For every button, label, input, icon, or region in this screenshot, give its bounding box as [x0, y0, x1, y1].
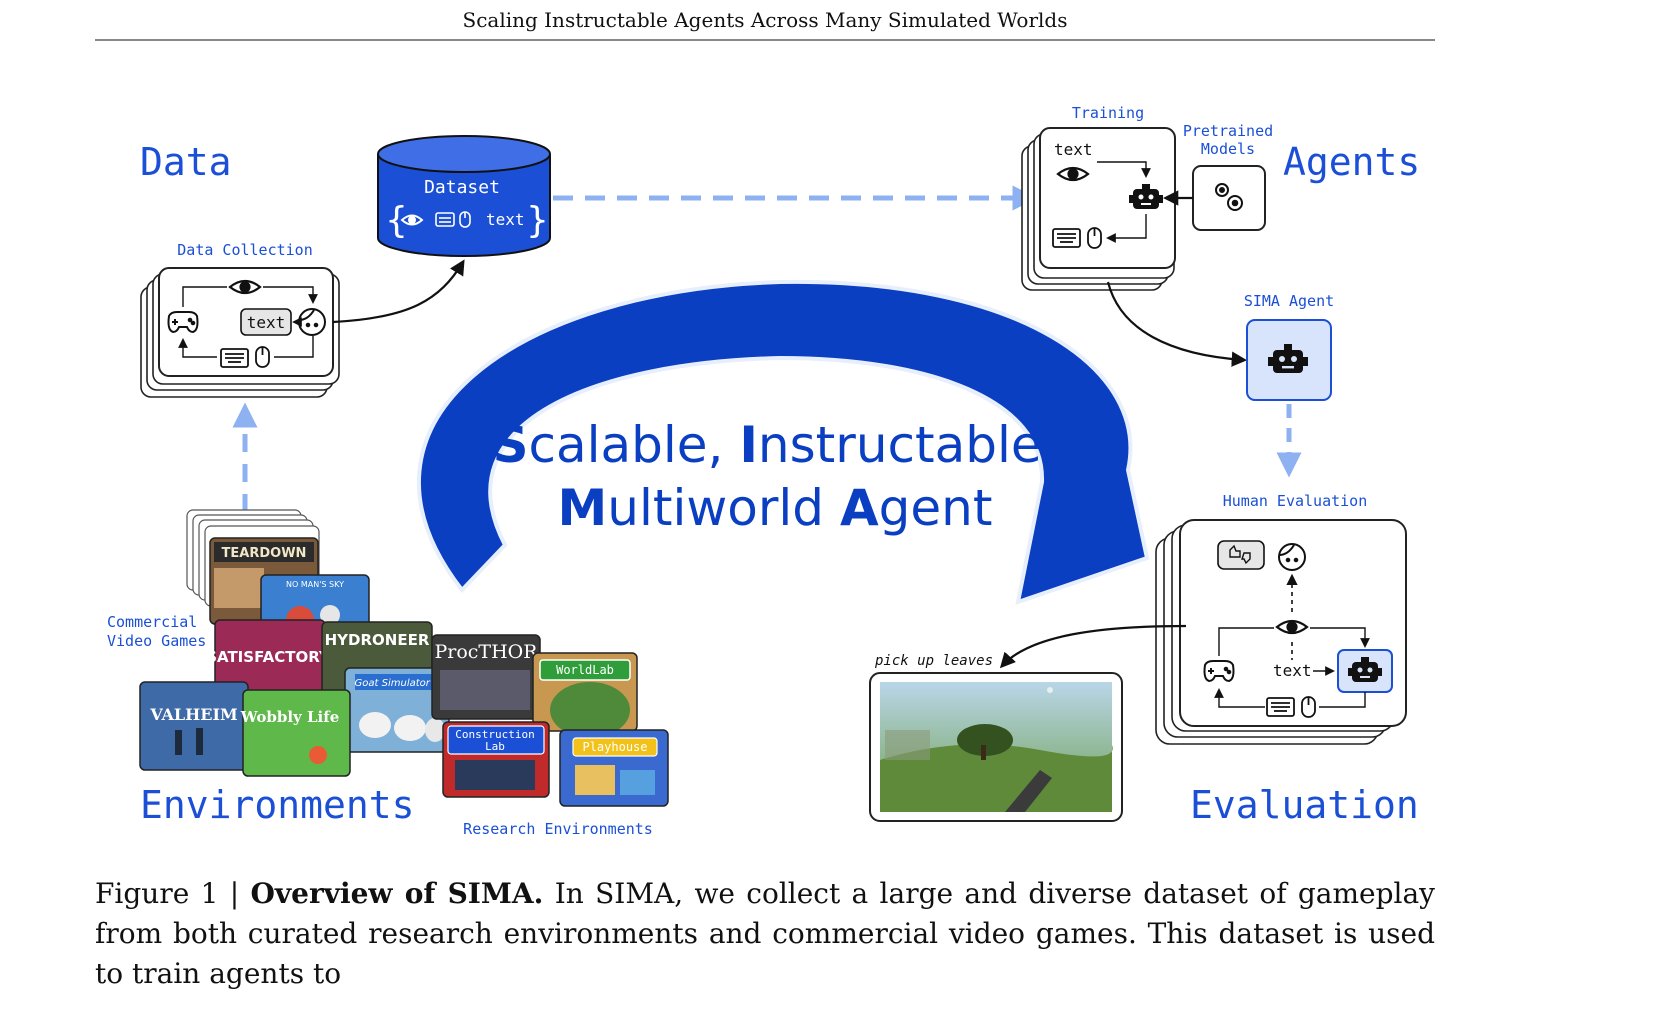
- robot-icon: [1268, 344, 1308, 373]
- env-tile-construction-lab: Construction Lab: [442, 721, 550, 798]
- header-environments: Environments: [140, 783, 415, 827]
- mouse-icon: [459, 211, 471, 228]
- sima-agent-label: SIMA Agent: [1244, 292, 1334, 310]
- training-label: Training: [1072, 104, 1144, 122]
- game-tile-valheim: VALHEIM: [139, 681, 249, 771]
- collection-to-dataset-arrow: [332, 259, 465, 324]
- eye-icon: [1275, 619, 1309, 635]
- caption-text: In SIMA, we collect a large and diverse …: [95, 877, 1435, 990]
- keyboard-icon: [1266, 697, 1295, 717]
- mouse-icon: [1301, 696, 1316, 718]
- eval-flow-top: [1218, 627, 1365, 656]
- text-token-box: [240, 308, 292, 336]
- header-rule: [95, 39, 1435, 41]
- teardown-title: TEARDOWN: [222, 546, 307, 561]
- keyboard-icon: [435, 212, 455, 227]
- instruction-text: pick up leaves: [874, 653, 993, 669]
- training-flow-top: [1097, 161, 1151, 178]
- evaluation-to-screenshot-arrow: [999, 624, 1187, 669]
- wobbly-title: Wobbly Life: [240, 708, 339, 726]
- collection-flow-bottom: [183, 336, 314, 358]
- dataset-text-token: text: [486, 210, 525, 229]
- research-environments-label: Research Environments: [463, 820, 653, 838]
- collection-flow-top: [182, 286, 313, 307]
- training-card: text: [1021, 127, 1176, 291]
- gameplay-screenshot: [869, 672, 1123, 822]
- center-title-line1: Scalable, Instructable,: [492, 416, 1057, 474]
- human-evaluation-label: Human Evaluation: [1223, 492, 1368, 510]
- construction-title-line1: Construction: [455, 728, 534, 741]
- dataset-brace-right: }: [526, 200, 549, 241]
- pretrained-label-line1: Pretrained: [1183, 122, 1273, 140]
- pretrained-models-box: [1192, 165, 1266, 231]
- commercial-label-line1: Commercial: [107, 613, 197, 631]
- running-head: Scaling Instructable Agents Across Many …: [462, 8, 1068, 32]
- feedback-bubble-icon: [1217, 540, 1265, 570]
- caption-prefix: Figure 1 |: [95, 877, 251, 910]
- procthor-title: ProcTHOR: [434, 641, 538, 663]
- data-collection-label: Data Collection: [177, 241, 312, 259]
- header-agents: Agents: [1283, 140, 1420, 184]
- figure-caption: Figure 1 | Overview of SIMA. In SIMA, we…: [95, 874, 1435, 994]
- keyboard-icon: [220, 348, 249, 368]
- pretrained-label-line2: Models: [1201, 140, 1255, 158]
- eye-icon: [228, 279, 262, 295]
- env-tile-playhouse: Playhouse: [559, 729, 669, 807]
- human-evaluation-card: text: [1155, 519, 1407, 745]
- mouse-icon: [1087, 227, 1102, 249]
- goat-title: Goat Simulator 3: [355, 678, 440, 689]
- dataset-label: Dataset: [424, 177, 500, 198]
- center-title-line2: Multiworld Agent: [558, 479, 993, 537]
- playhouse-title: Playhouse: [582, 740, 647, 754]
- header-evaluation: Evaluation: [1190, 783, 1419, 827]
- worldlab-title: WorldLab: [556, 663, 614, 677]
- caption-bold: Overview of SIMA.: [250, 877, 544, 910]
- human-face-icon: [1278, 543, 1306, 571]
- mouse-icon: [255, 346, 270, 368]
- satisfactory-title: SATISFACTORY: [206, 648, 331, 666]
- commercial-label-line2: Video Games: [107, 632, 206, 650]
- nms-title: NO MAN'S SKY: [286, 580, 344, 589]
- gamepad-icon: [167, 311, 199, 334]
- collection-text-token: text: [247, 313, 286, 332]
- gamepad-icon: [1203, 660, 1235, 683]
- hydroneer-title: HYDRONEER: [325, 631, 430, 649]
- eval-text-token: text: [1273, 661, 1312, 680]
- dataset-brace-left: {: [385, 200, 408, 241]
- construction-title-line2: Lab: [485, 740, 505, 753]
- eye-icon: [400, 214, 424, 226]
- central-cycle-arrow: [416, 279, 1150, 606]
- training-flow-bottom: [1106, 214, 1147, 243]
- sima-agent-box: [1246, 319, 1332, 401]
- eval-flow-bottom: [1219, 690, 1366, 708]
- header-data: Data: [140, 140, 232, 184]
- game-tile-goat-simulator: Goat Simulator 3: [344, 667, 450, 753]
- game-tile-satisfactory: SATISFACTORY: [206, 619, 331, 697]
- data-collection-card: text: [140, 267, 340, 398]
- env-tile-worldlab: WorldLab: [532, 652, 638, 738]
- keyboard-icon: [1052, 228, 1081, 248]
- training-to-agent-arrow: [1106, 281, 1248, 367]
- game-tile-wobbly-life: Wobbly Life: [240, 689, 351, 777]
- training-text-token: text: [1054, 140, 1093, 159]
- valheim-title: VALHEIM: [149, 705, 237, 724]
- robot-icon: [1348, 657, 1382, 682]
- gears-icon: [1215, 183, 1243, 211]
- env-tile-procthor: ProcTHOR: [431, 634, 541, 720]
- robot-icon: [1129, 184, 1163, 209]
- dataset-cylinder: Dataset { } text: [377, 135, 551, 257]
- eye-icon: [1056, 166, 1090, 182]
